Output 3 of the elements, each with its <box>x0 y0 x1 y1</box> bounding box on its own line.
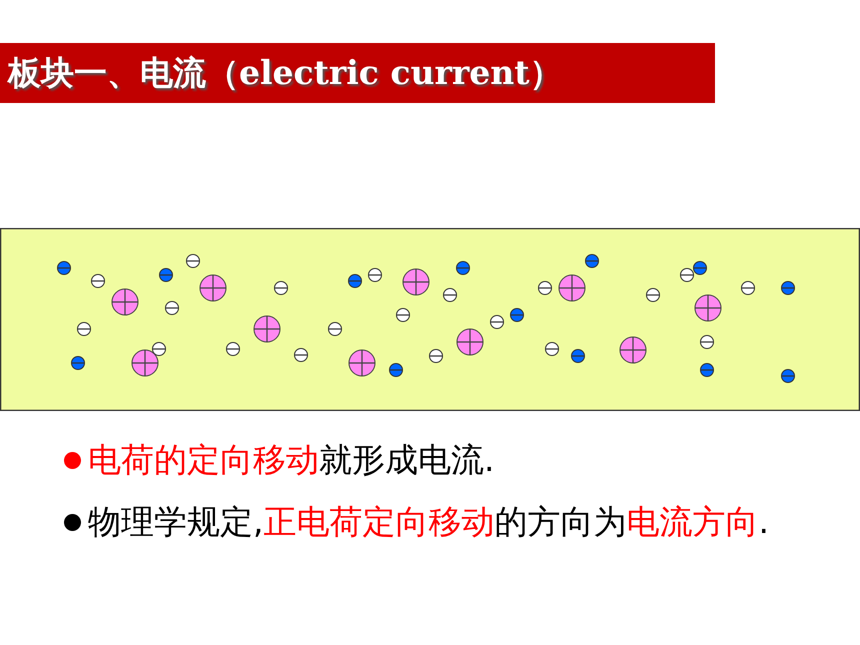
bullet-text: 物理学规定,正电荷定向移动的方向为电流方向. <box>88 501 770 543</box>
bullet-text: 电荷的定向移动就形成电流. <box>88 439 496 481</box>
title-banner: 板块一、电流（electric current） <box>0 43 715 103</box>
